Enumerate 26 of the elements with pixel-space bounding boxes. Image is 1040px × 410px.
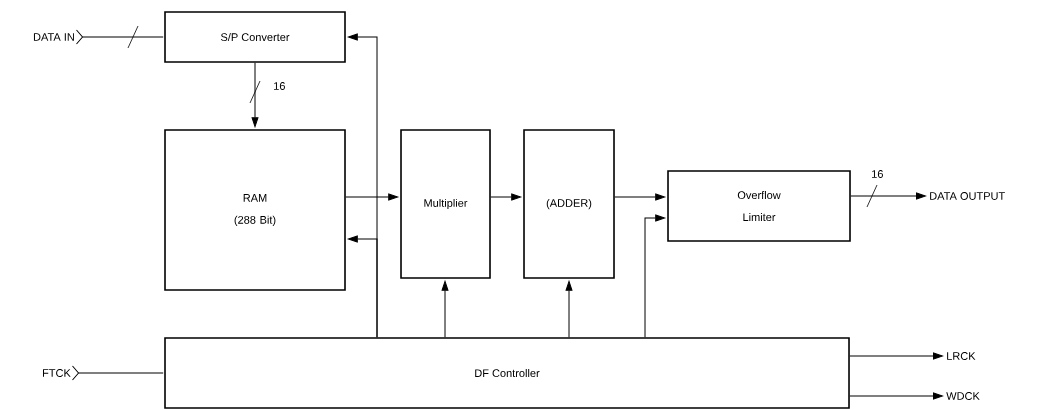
arrow <box>565 280 573 338</box>
signal-label: DATA OUTPUT <box>930 192 1005 200</box>
edge-label: 16 <box>272 81 287 91</box>
arrow <box>251 62 259 128</box>
arrow <box>76 29 164 45</box>
block-box: S/P Converter <box>164 11 346 63</box>
arrow <box>614 193 666 201</box>
signal-label: LRCK <box>947 352 976 360</box>
block-box: DF Controller <box>164 337 850 409</box>
signal-label: WDCK <box>946 392 980 400</box>
arrow <box>850 192 926 200</box>
arrow <box>347 235 378 338</box>
block-box: (ADDER) <box>523 129 615 279</box>
edge-label: 16 <box>870 169 885 179</box>
arrow <box>72 365 164 381</box>
arrow <box>849 352 943 360</box>
block-box: RAM (288 Bit) <box>164 129 346 291</box>
arrow <box>644 214 666 338</box>
signal-label: FTCK <box>43 369 71 377</box>
arrow <box>490 193 522 201</box>
block-box: Overflow Limiter <box>667 170 851 242</box>
arrow <box>441 280 449 338</box>
block-box: Multiplier <box>400 129 491 279</box>
arrow <box>849 392 943 400</box>
arrow <box>345 193 399 201</box>
signal-label: DATA IN <box>33 33 74 41</box>
